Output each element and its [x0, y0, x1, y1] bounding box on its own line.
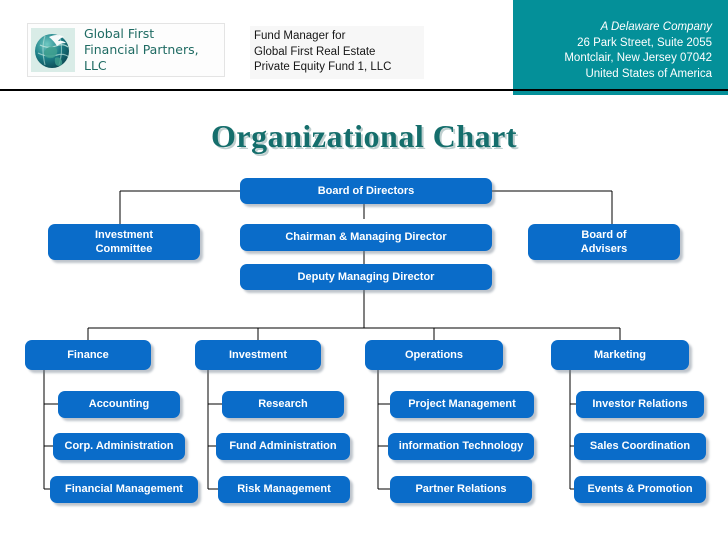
node-label: Research	[258, 398, 308, 410]
globe-dove-logo-icon	[31, 28, 75, 72]
node-events-promotion[interactable]: Events & Promotion	[574, 476, 706, 503]
page-title: Organizational Chart	[211, 118, 517, 154]
node-label: Fund Administration	[229, 440, 337, 452]
node-investment-committee[interactable]: Investment Committee	[48, 224, 200, 260]
node-label: Accounting	[88, 398, 150, 410]
node-label: Investor Relations	[592, 398, 688, 410]
fund-manager-line-3: Private Equity Fund 1, LLC	[254, 61, 392, 73]
node-label-line-2: Advisers	[580, 243, 628, 255]
address-line-4: United States of America	[585, 67, 712, 80]
node-label: Investment	[228, 348, 288, 361]
node-label: Sales Coordination	[589, 440, 691, 452]
node-partner-relations[interactable]: Partner Relations	[390, 476, 532, 503]
company-address: A Delaware Company 26 Park Street, Suite…	[513, 20, 712, 82]
logo-line-2: Financial Partners, LLC	[84, 42, 199, 73]
node-department-operations[interactable]: Operations	[365, 340, 503, 370]
node-board-of-advisers[interactable]: Board of Advisers	[528, 224, 680, 260]
address-line-1: A Delaware Company	[600, 21, 712, 33]
node-chairman-managing-director[interactable]: Chairman & Managing Director	[240, 224, 492, 251]
node-label: Board of Directors	[317, 184, 415, 197]
node-risk-management[interactable]: Risk Management	[218, 476, 350, 503]
node-corp-administration[interactable]: Corp. Administration	[53, 433, 185, 460]
address-line-3: Montclair, New Jersey 07042	[564, 52, 712, 64]
node-research[interactable]: Research	[222, 391, 344, 418]
node-department-investment[interactable]: Investment	[195, 340, 321, 370]
fund-manager-note: Fund Manager for Global First Real Estat…	[250, 26, 424, 79]
node-label: Chairman & Managing Director	[285, 231, 447, 243]
node-deputy-managing-director[interactable]: Deputy Managing Director	[240, 264, 492, 290]
node-label: Partner Relations	[415, 483, 507, 495]
node-label-line-2: Committee	[95, 243, 153, 255]
node-label-line-1: Investment	[94, 229, 154, 241]
node-department-marketing[interactable]: Marketing	[551, 340, 689, 370]
logo-wordmark: Global First Financial Partners, LLC	[84, 26, 224, 74]
node-label: Corp. Administration	[64, 440, 174, 452]
node-label: Risk Management	[237, 483, 331, 495]
node-label: Financial Management	[65, 483, 183, 495]
node-accounting[interactable]: Accounting	[58, 391, 180, 418]
node-label-line-1: Board of	[581, 229, 627, 241]
logo-line-1: Global First	[84, 26, 155, 41]
node-board-of-directors[interactable]: Board of Directors	[240, 178, 492, 204]
node-label: Finance	[67, 348, 109, 361]
node-label: Marketing	[594, 348, 646, 361]
node-label: information Technology	[398, 440, 524, 452]
node-label: Operations	[404, 348, 464, 361]
node-label: Project Management	[408, 398, 516, 410]
company-logo: Global First Financial Partners, LLC	[27, 23, 225, 77]
address-line-2: 26 Park Street, Suite 2055	[577, 36, 712, 49]
node-label: Deputy Managing Director	[297, 270, 435, 283]
node-department-finance[interactable]: Finance	[25, 340, 151, 370]
fund-manager-line-1: Fund Manager for	[254, 30, 346, 42]
address-panel: A Delaware Company 26 Park Street, Suite…	[513, 0, 728, 95]
node-fund-administration[interactable]: Fund Administration	[216, 433, 350, 460]
node-financial-management[interactable]: Financial Management	[50, 476, 198, 503]
node-sales-coordination[interactable]: Sales Coordination	[574, 433, 706, 460]
node-investor-relations[interactable]: Investor Relations	[576, 391, 704, 418]
header-divider	[0, 89, 728, 91]
fund-manager-line-2: Global First Real Estate	[254, 45, 376, 58]
page-header: A Delaware Company 26 Park Street, Suite…	[0, 0, 728, 95]
node-information-technology[interactable]: information Technology	[388, 433, 534, 460]
node-label: Events & Promotion	[587, 483, 693, 495]
node-project-management[interactable]: Project Management	[390, 391, 534, 418]
